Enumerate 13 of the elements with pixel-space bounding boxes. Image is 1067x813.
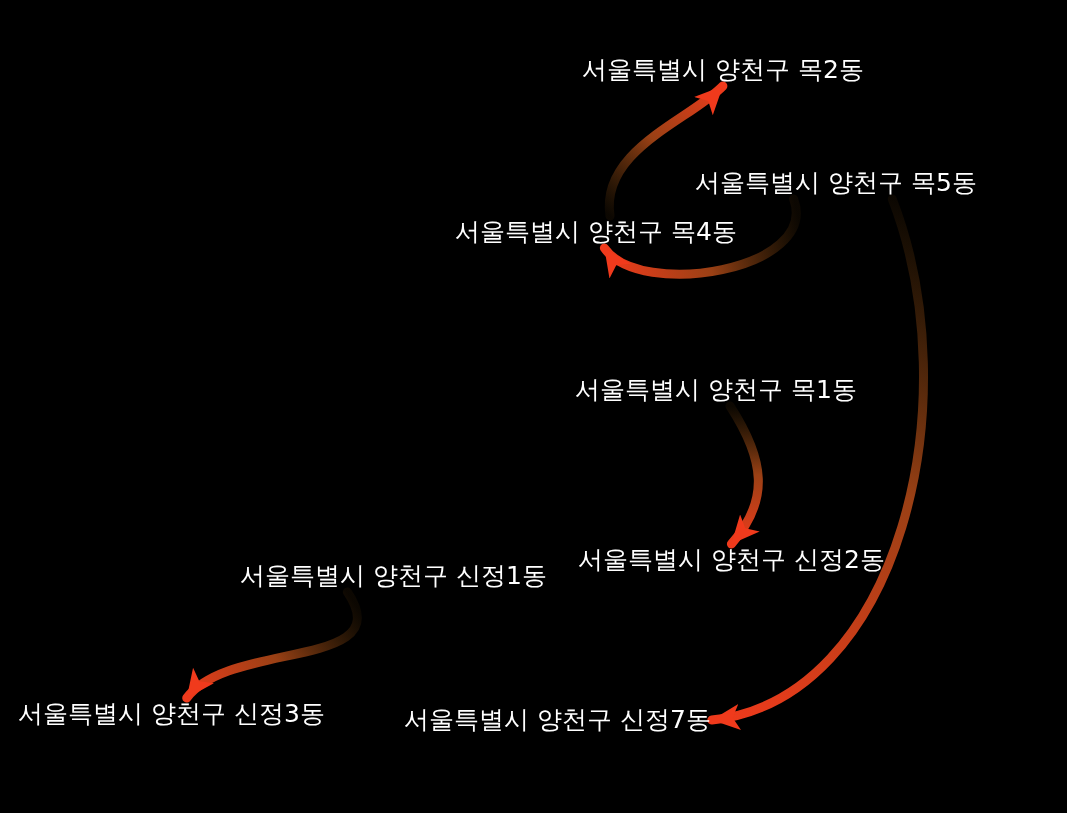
place-label: 서울특별시 양천구 신정7동 xyxy=(404,705,711,735)
place-label: 서울특별시 양천구 목5동 xyxy=(695,168,977,198)
place-label: 서울특별시 양천구 신정3동 xyxy=(18,699,325,729)
place-label: 서울특별시 양천구 목4동 xyxy=(455,217,737,247)
flow-arrow xyxy=(599,194,801,279)
flow-arrow xyxy=(182,587,362,703)
flow-arrow xyxy=(725,401,763,549)
place-label: 서울특별시 양천구 목2동 xyxy=(582,55,864,85)
flow-arrow xyxy=(605,81,728,221)
place-label: 서울특별시 양천구 신정2동 xyxy=(578,545,885,575)
place-label: 서울특별시 양천구 신정1동 xyxy=(240,561,547,591)
flow-arrow xyxy=(707,194,928,727)
place-label: 서울특별시 양천구 목1동 xyxy=(575,375,857,405)
